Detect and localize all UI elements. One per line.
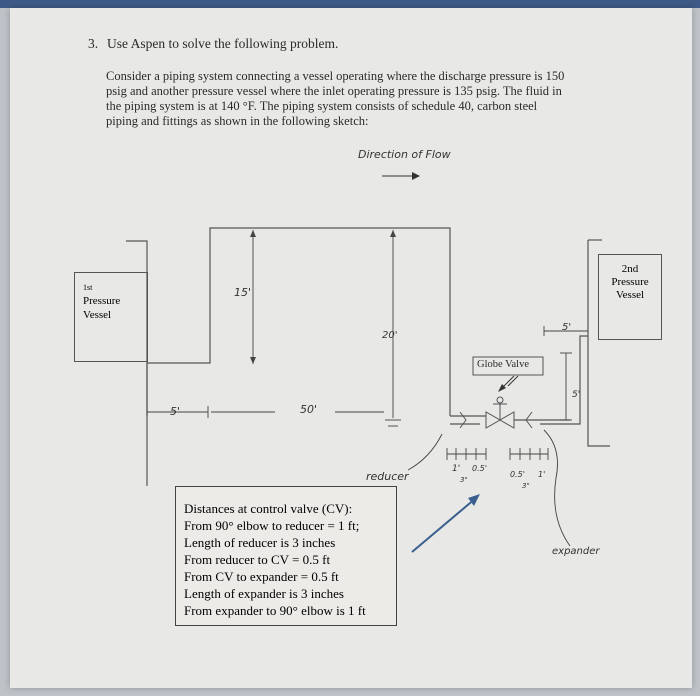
dim-3in-a: 3" <box>460 476 468 484</box>
distances-line-5: From CV to expander = 0.5 ft <box>184 569 339 584</box>
dim-5ft-vertical: 5' <box>572 390 581 400</box>
dim-50ft: 50' <box>300 403 318 416</box>
vessel1-line2: Pressure <box>83 295 121 307</box>
problem-number: 3. <box>88 36 99 51</box>
dim-1ft: 1' <box>452 464 461 474</box>
dim-0-5ft-a: 0.5' <box>472 464 487 473</box>
piping-sketch <box>126 172 610 553</box>
dim-0-5ft-b: 0.5' <box>510 470 525 479</box>
vessel2-line3: Vessel <box>615 289 645 301</box>
first-pressure-vessel: 1st Pressure Vessel <box>74 272 148 362</box>
problem-heading: Use Aspen to solve the following problem… <box>107 36 339 51</box>
dim-15ft: 15' <box>234 286 252 299</box>
distances-line-2: From 90° elbow to reducer = 1 ft; <box>184 518 360 533</box>
dim-3in-b: 3" <box>522 482 530 490</box>
vessel1-line3: Vessel <box>83 309 112 321</box>
paragraph-line-3: the piping system is at 140 °F. The pipi… <box>106 99 538 113</box>
dim-5ft-right: 5' <box>562 322 572 333</box>
vessel2-line1: 2nd <box>621 263 639 275</box>
dim-20ft: 20' <box>382 330 398 341</box>
vessel1-line1: 1st <box>83 283 93 292</box>
document-page: 3. Use Aspen to solve the following prob… <box>10 8 692 688</box>
vessel2-line2: Pressure <box>611 276 649 288</box>
dim-1ft-b: 1' <box>538 470 546 479</box>
reducer-label: reducer <box>366 470 409 483</box>
distances-box: Distances at control valve (CV): From 90… <box>175 486 397 626</box>
second-pressure-vessel: 2nd Pressure Vessel <box>598 254 662 340</box>
paragraph-line-4: piping and fittings as shown in the foll… <box>106 114 369 128</box>
distances-line-1: Distances at control valve (CV): <box>184 501 353 516</box>
distances-line-6: Length of expander is 3 inches <box>184 586 344 601</box>
screen-top-bar <box>0 0 700 8</box>
distances-line-7: From expander to 90° elbow is 1 ft <box>184 603 366 618</box>
paragraph-line-1: Consider a piping system connecting a ve… <box>106 69 565 83</box>
dim-5ft-left: 5' <box>170 405 181 418</box>
expander-label: expander <box>552 546 600 557</box>
globe-valve-label: Globe Valve <box>477 359 530 370</box>
paragraph-line-2: psig and another pressure vessel where t… <box>106 84 562 98</box>
distances-line-3: Length of reducer is 3 inches <box>184 535 336 550</box>
flow-label: Direction of Flow <box>358 148 451 161</box>
distances-line-4: From reducer to CV = 0.5 ft <box>184 552 331 567</box>
